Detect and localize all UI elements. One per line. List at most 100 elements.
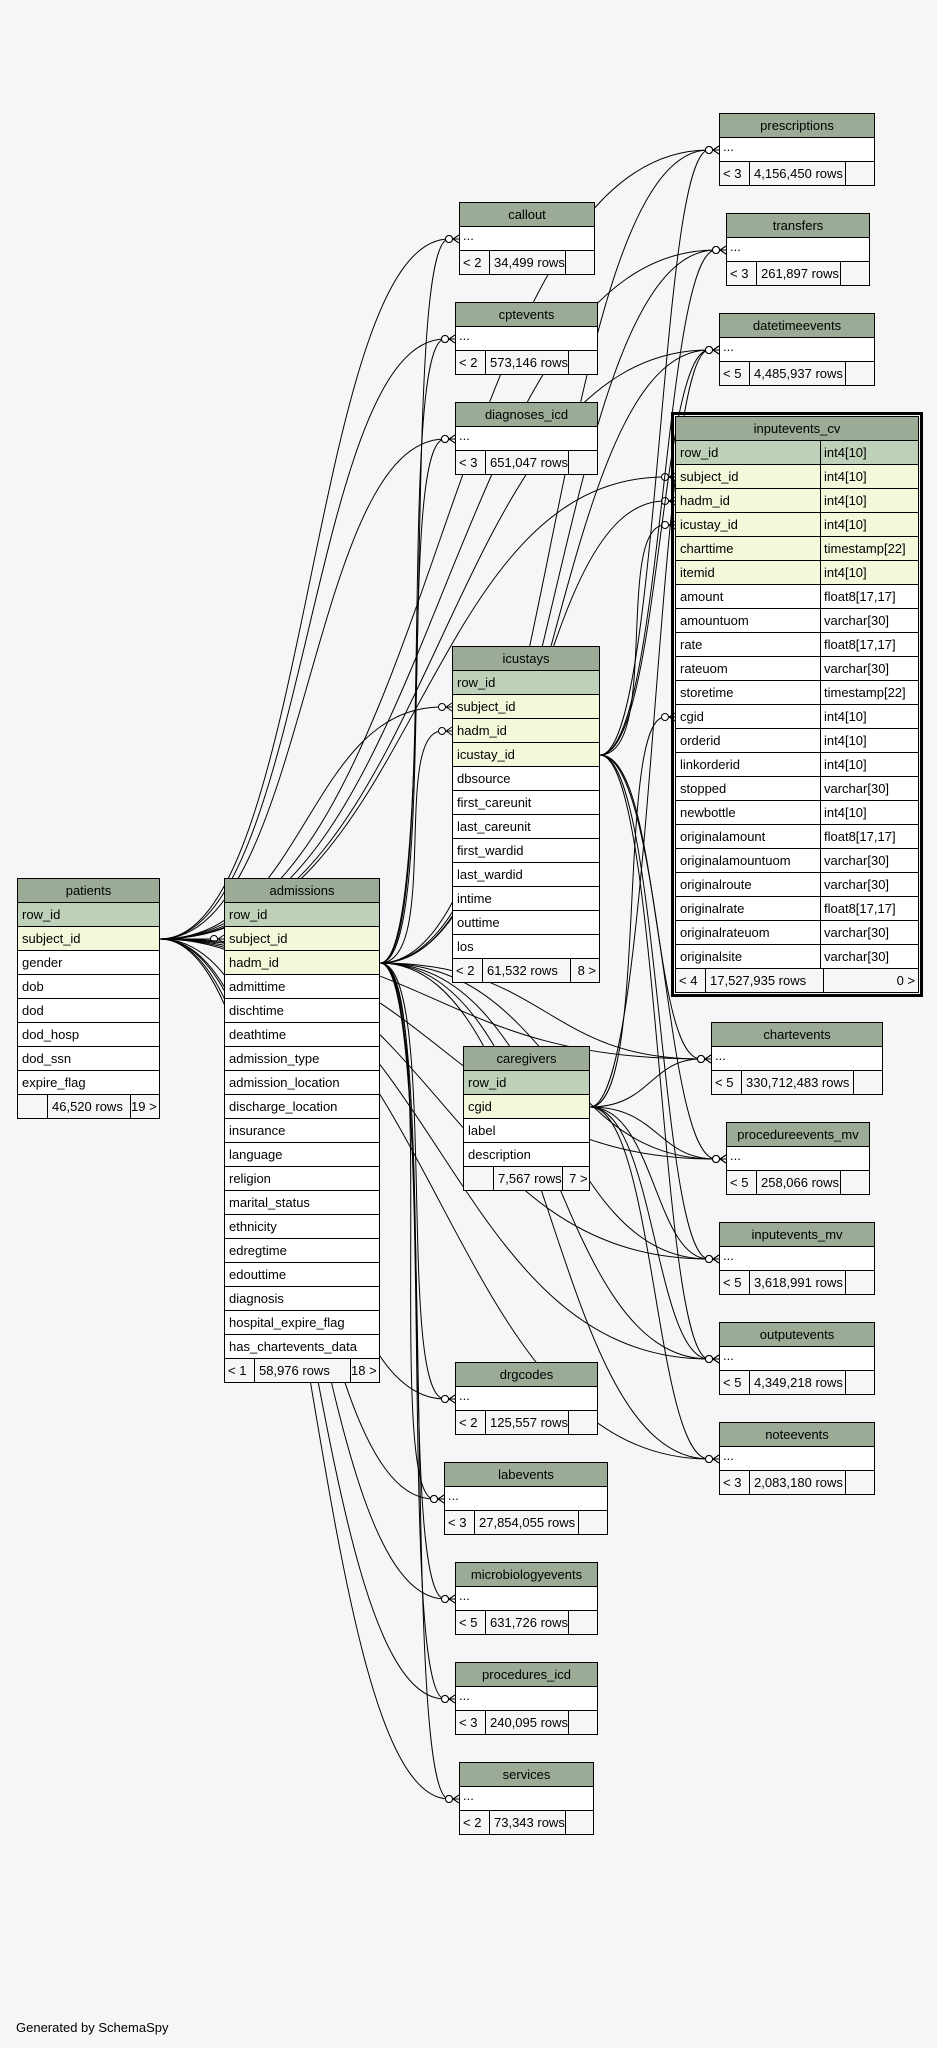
parent-count[interactable] [18,1095,48,1118]
column-row[interactable]: admission_type [225,1047,379,1071]
child-count[interactable]: 0 > [896,973,915,988]
column-row[interactable]: language [225,1143,379,1167]
table-name[interactable]: microbiologyevents [456,1563,597,1587]
child-count[interactable]: 18 > [351,1363,377,1378]
table-name[interactable]: prescriptions [720,114,874,138]
parent-count[interactable]: < 2 [453,959,483,982]
child-count[interactable] [846,1371,874,1394]
parent-count[interactable]: < 1 [225,1359,255,1382]
child-count[interactable] [579,1511,607,1534]
parent-count[interactable]: < 5 [720,362,750,385]
child-count[interactable] [566,1811,594,1834]
table-name[interactable]: caregivers [464,1047,589,1071]
column-row[interactable]: subject_id [453,695,599,719]
table-name[interactable]: transfers [727,214,869,238]
child-count[interactable] [569,451,597,474]
column-row[interactable]: gender [18,951,159,975]
child-count[interactable]: 7 > [569,1171,588,1186]
child-count[interactable] [569,1411,597,1434]
column-row[interactable]: admission_location [225,1071,379,1095]
child-count[interactable] [841,262,869,285]
parent-count[interactable]: < 5 [712,1071,742,1094]
column-row[interactable]: first_careunit [453,791,599,815]
table-name[interactable]: icustays [453,647,599,671]
parent-count[interactable]: < 3 [456,1711,486,1734]
parent-count[interactable]: < 4 [676,969,706,992]
column-row[interactable]: dbsource [453,767,599,791]
parent-count[interactable]: < 2 [460,1811,490,1834]
table-name[interactable]: patients [18,879,159,903]
column-row[interactable]: row_id [453,671,599,695]
column-row[interactable]: first_wardid [453,839,599,863]
column-row[interactable]: last_careunit [453,815,599,839]
column-row[interactable]: subject_id [225,927,379,951]
column-row[interactable]: last_wardid [453,863,599,887]
table-name[interactable]: procedures_icd [456,1663,597,1687]
column-row[interactable]: diagnosis [225,1287,379,1311]
column-row[interactable]: row_id [464,1071,589,1095]
table-name[interactable]: outputevents [720,1323,874,1347]
column-row[interactable]: label [464,1119,589,1143]
parent-count[interactable]: < 3 [727,262,757,285]
column-row[interactable]: deathtime [225,1023,379,1047]
parent-count[interactable]: < 5 [720,1371,750,1394]
child-count[interactable] [566,251,594,274]
column-row[interactable]: cgid [464,1095,589,1119]
parent-count[interactable]: < 2 [456,1411,486,1434]
parent-count[interactable]: < 3 [456,451,486,474]
column-row[interactable]: religion [225,1167,379,1191]
column-row[interactable]: description [464,1143,589,1167]
column-row[interactable]: dischtime [225,999,379,1023]
table-name[interactable]: chartevents [712,1023,882,1047]
column-row[interactable]: hadm_id [225,951,379,975]
table-name[interactable]: inputevents_mv [720,1223,874,1247]
column-row[interactable]: los [453,935,599,959]
column-row[interactable]: dod_hosp [18,1023,159,1047]
column-row[interactable]: row_id [225,903,379,927]
child-count[interactable] [841,1171,869,1194]
parent-count[interactable] [464,1167,494,1190]
table-name[interactable]: callout [460,203,594,227]
child-count[interactable]: 19 > [131,1099,157,1114]
child-count[interactable]: 8 > [577,963,596,978]
table-name[interactable]: services [460,1763,593,1787]
child-count[interactable] [569,351,597,374]
table-name[interactable]: diagnoses_icd [456,403,597,427]
parent-count[interactable]: < 5 [456,1611,486,1634]
column-row[interactable]: intime [453,887,599,911]
table-name[interactable]: noteevents [720,1423,874,1447]
